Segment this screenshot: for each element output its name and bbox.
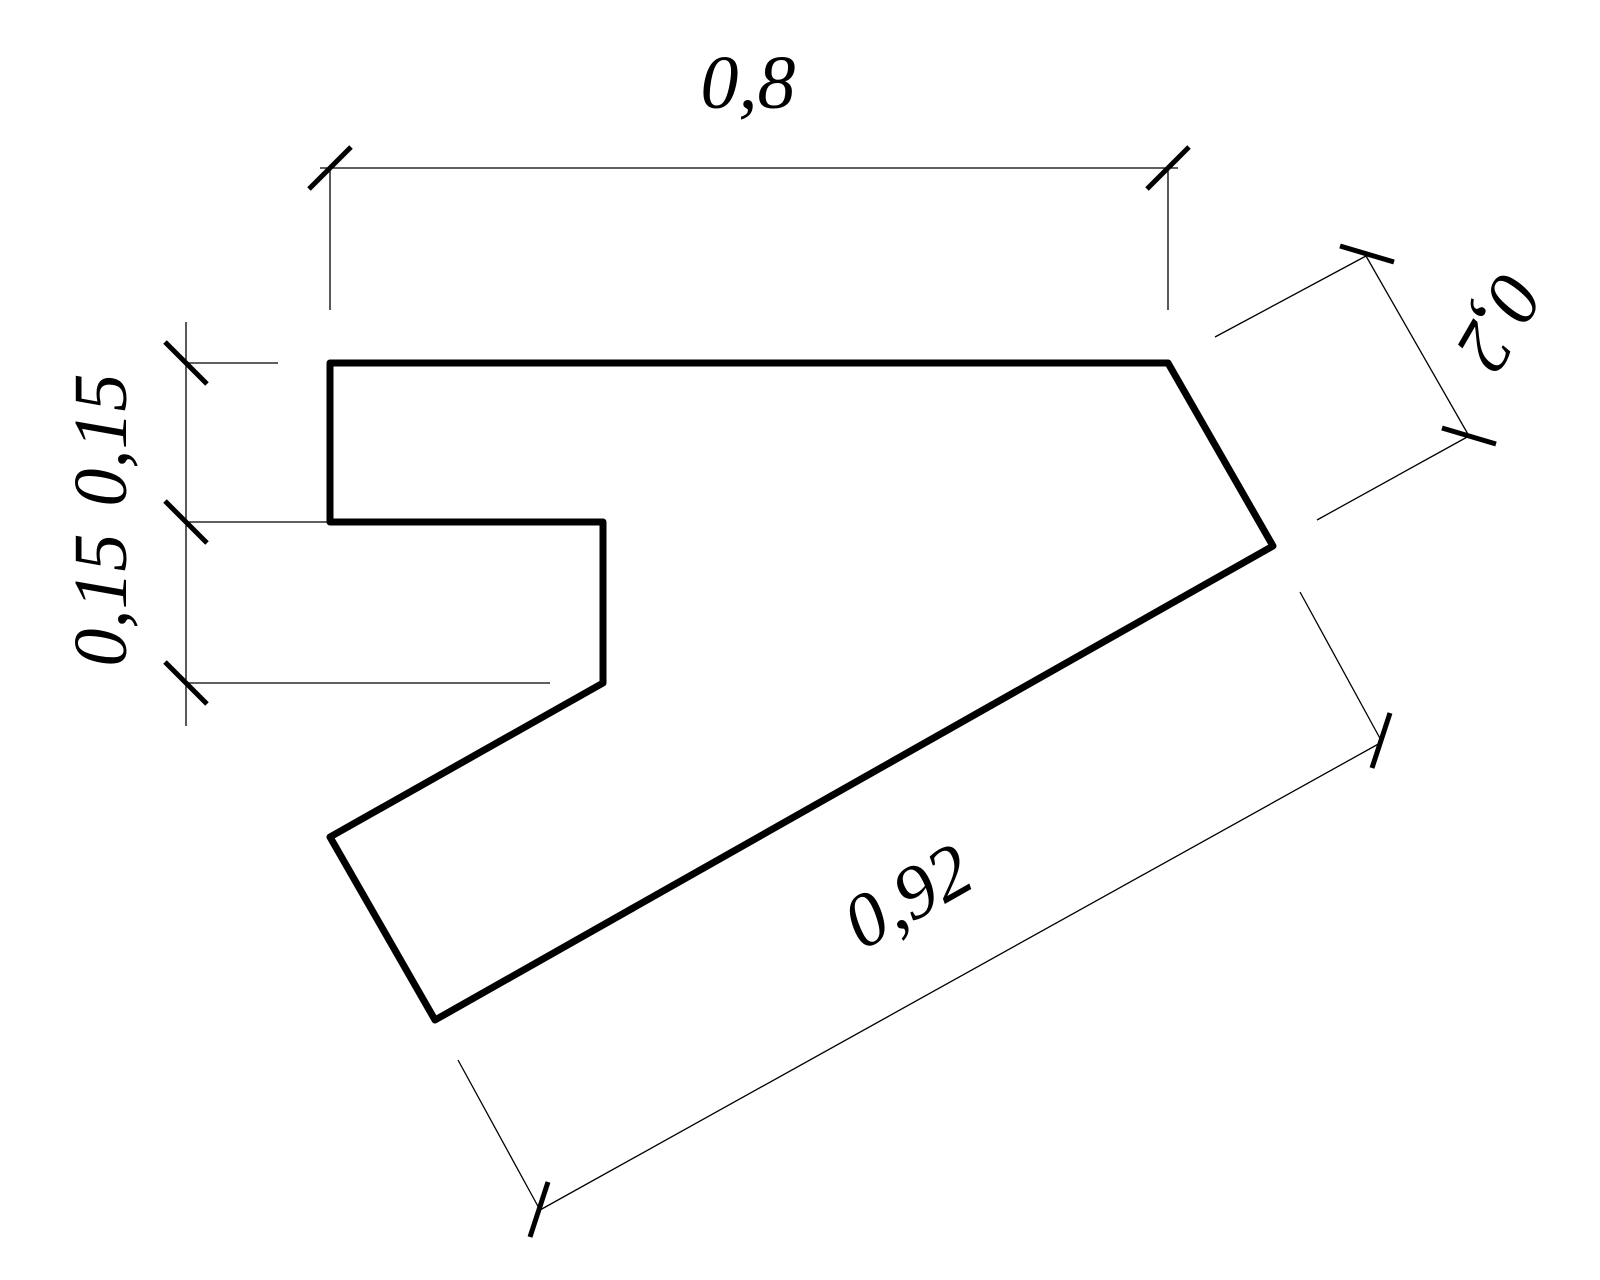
dimension-top: 0,8: [307, 41, 1191, 310]
extension-line-bottom-left: [457, 1059, 541, 1211]
dimension-label-bottom: 0,92: [829, 827, 986, 966]
dimension-label-right: 0,2: [1440, 260, 1560, 384]
tick-right-lower: [1441, 425, 1497, 447]
tick-left-bottom: [163, 660, 209, 706]
extension-line-right-lower: [1316, 435, 1470, 521]
dimension-label-top: 0,8: [701, 41, 796, 125]
dimension-right: 0,2: [1214, 243, 1560, 521]
dimension-line-right: [1365, 255, 1470, 437]
tick-bottom-right: [1369, 712, 1393, 769]
extension-line-bottom-right: [1299, 591, 1383, 743]
tick-right-upper: [1339, 243, 1395, 265]
tick-bottom-left: [527, 1181, 551, 1238]
dimension-left: 0,15 0,15: [59, 322, 550, 726]
tick-left-middle: [163, 499, 209, 545]
dimension-label-left-lower: 0,15: [59, 534, 143, 667]
tick-top-right: [1145, 145, 1191, 191]
tick-left-top: [163, 340, 209, 386]
cross-section-outline: [326, 359, 1277, 1024]
dimension-label-left-upper: 0,15: [59, 374, 143, 507]
extension-line-right-upper: [1214, 255, 1367, 338]
dimension-line-bottom: [539, 741, 1383, 1211]
tick-top-left: [307, 145, 353, 191]
